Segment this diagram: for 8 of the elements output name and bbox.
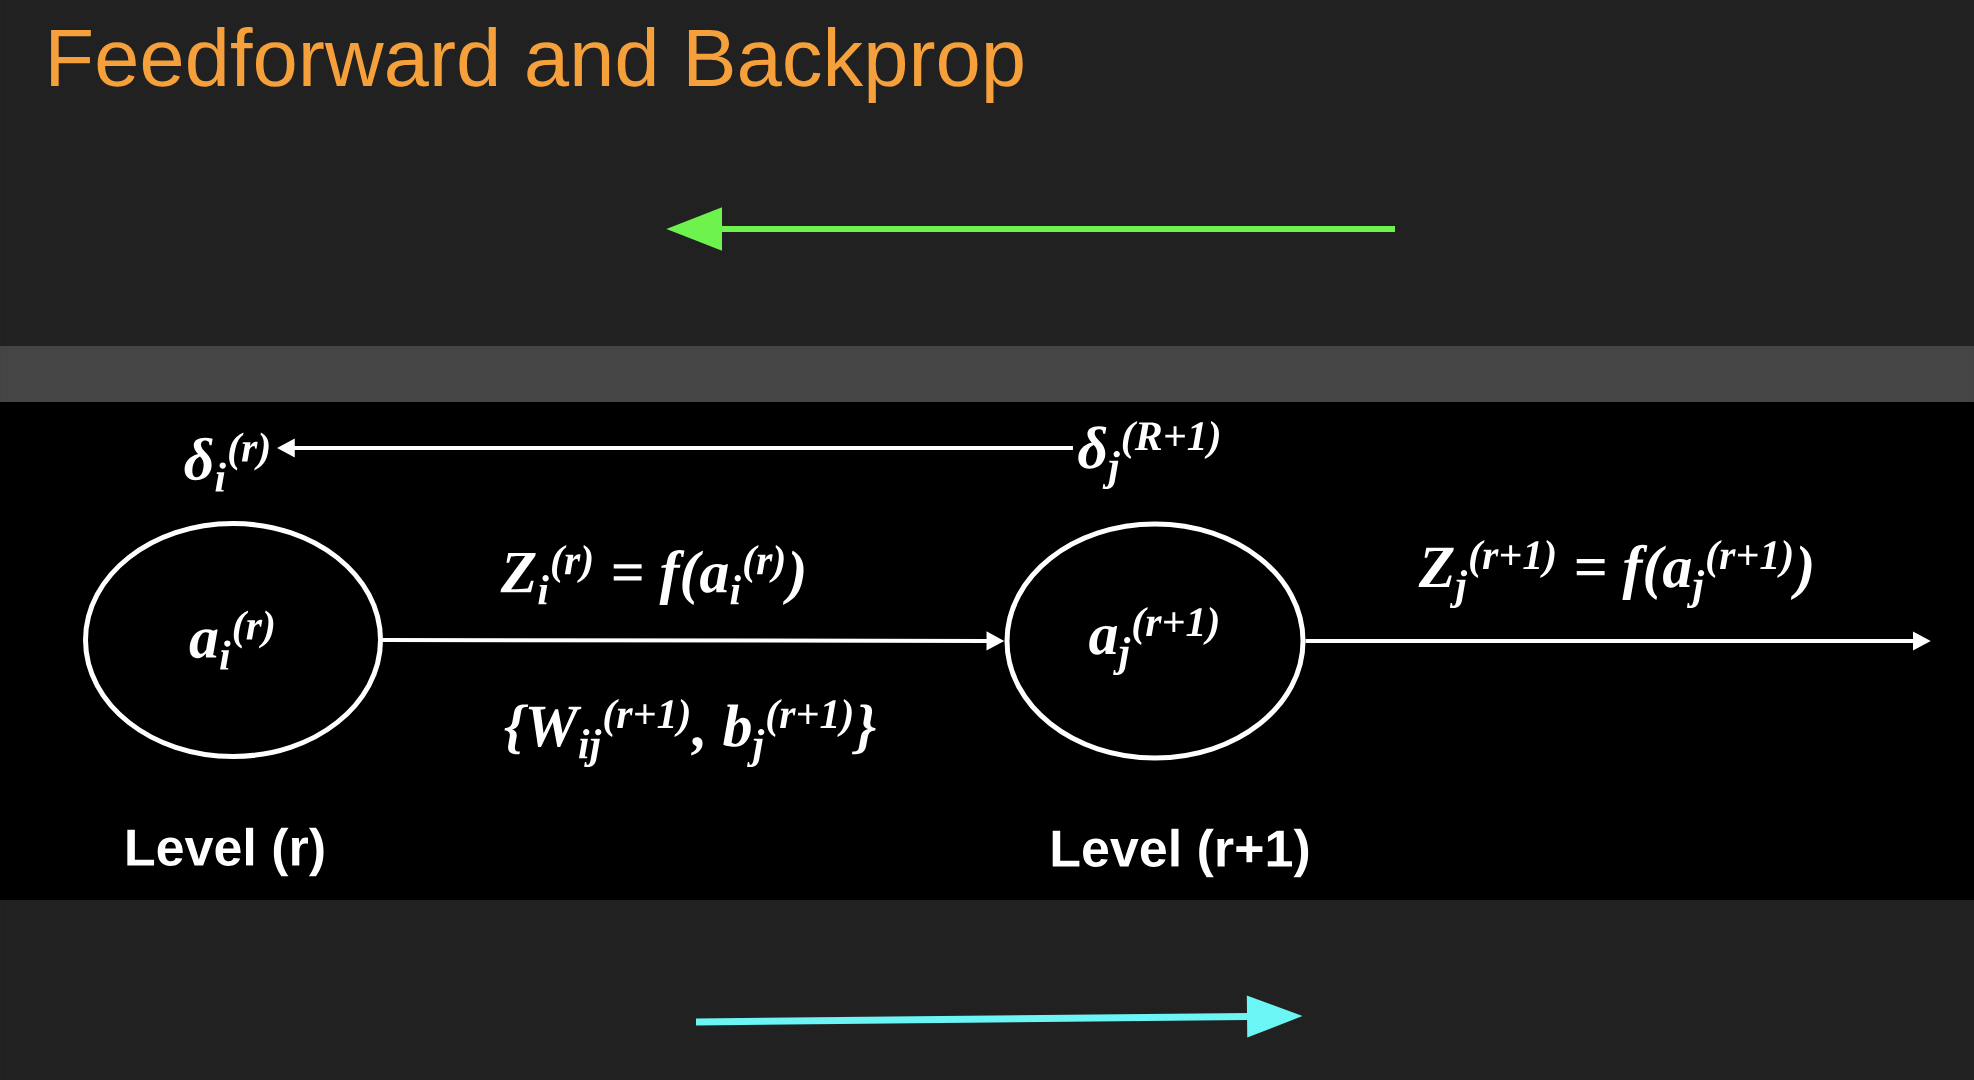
delta-term: δ$_{j}$(R+1) [1078,420,1219,490]
formula-label: Z$_{i}$$^{(r)}$ = f(a$_{i}$$^{(r)}$) [496,541,812,609]
level-caption: Level (r) [127,827,324,877]
formula-label: Z$_{j}$$^{(r+1)}$ = f(a$_{j}$$^{(r+1)}$) [1414,535,1820,613]
title: Feedforward and Backprop [51,27,1023,103]
level-caption: Level (r+1) [1052,828,1309,878]
parameter-label: {W$_{ij}$$^{(r+1)}$, b$_{j}$$^{(r+1)}$} [504,698,876,768]
delta-term: δ$_{i}$(r) [184,432,269,492]
